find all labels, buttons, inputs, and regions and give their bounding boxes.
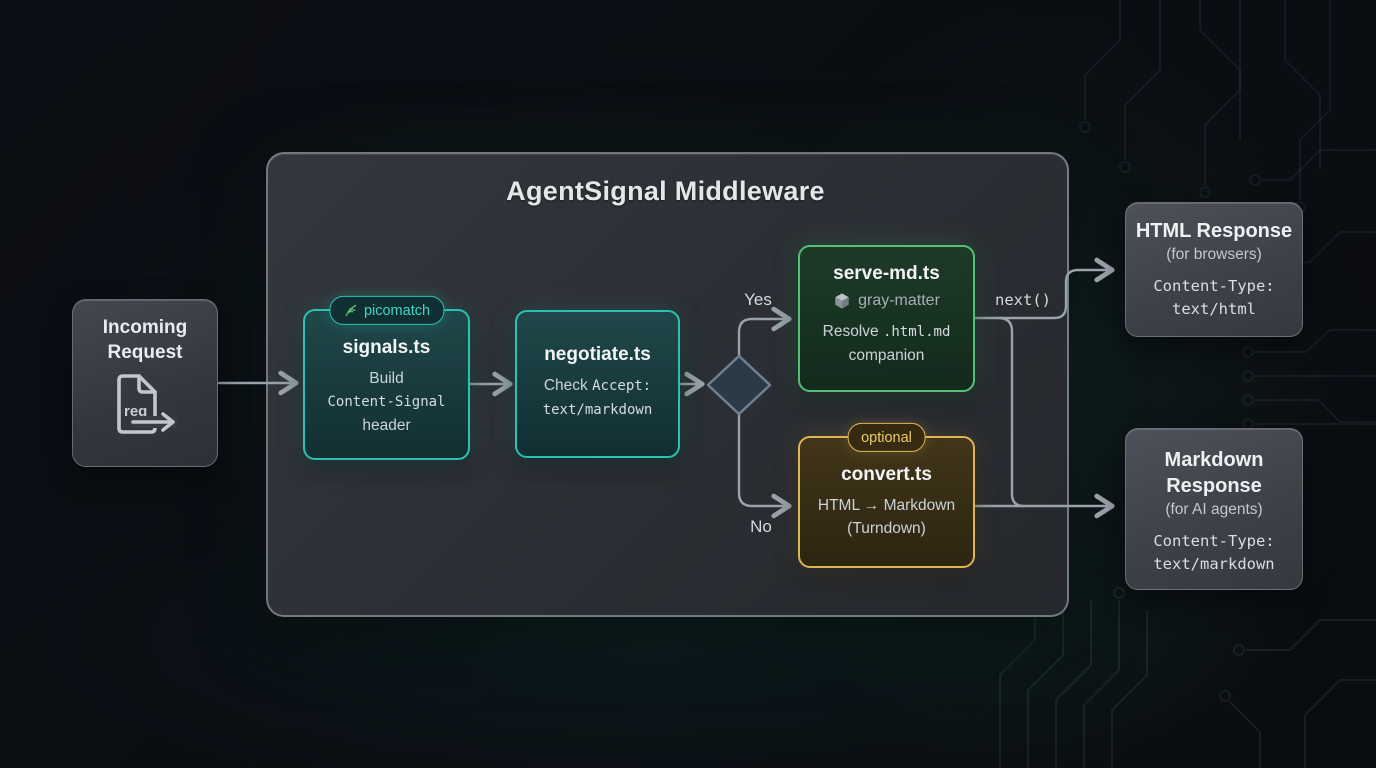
yes-branch-label: Yes: [744, 290, 772, 309]
convert-body: HTML → Markdown (Turndown): [800, 494, 973, 540]
signals-body-pre: Build: [369, 370, 404, 387]
next-call-label: next(): [995, 291, 1051, 309]
gray-matter-label: gray-matter: [858, 292, 940, 309]
signals-node: picomatch signals.ts Build Content-Signa…: [303, 295, 470, 460]
negotiate-body-value: text/markdown: [542, 402, 653, 418]
serve-md-body: Resolve .html.md companion: [800, 320, 973, 367]
negotiate-body-accept: Accept:: [592, 378, 652, 394]
serve-md-node: serve-md.ts gray-matter Resolve .html.md…: [798, 245, 975, 392]
html-response-content-type: Content-Type: text/html: [1126, 275, 1302, 321]
markdown-content-type-label: Content-Type:: [1153, 532, 1275, 550]
negotiate-node: negotiate.ts Check Accept: text/markdown: [515, 310, 680, 458]
signals-body-mono: Content-Signal: [327, 394, 446, 410]
negotiate-body: Check Accept: text/markdown: [517, 374, 678, 422]
no-branch-label: No: [750, 517, 772, 536]
html-response-title: HTML Response: [1135, 220, 1293, 242]
picomatch-badge-label: picomatch: [363, 302, 431, 319]
convert-body-line2: (Turndown): [847, 520, 926, 537]
fern-icon: [345, 304, 356, 317]
convert-title: convert.ts: [841, 464, 932, 485]
convert-node: optional convert.ts HTML → Markdown (Tur…: [798, 422, 975, 568]
gray-matter-row: gray-matter: [800, 292, 973, 310]
signals-body-post: header: [362, 417, 411, 434]
serve-md-body-pre: Resolve: [822, 323, 879, 340]
package-cube-icon: [835, 293, 849, 309]
html-content-type-label: Content-Type:: [1153, 277, 1275, 295]
markdown-response-title: Markdown Response: [1164, 449, 1264, 497]
markdown-content-type-value: text/markdown: [1153, 555, 1275, 573]
req-label: req: [124, 403, 147, 420]
serve-md-title: serve-md.ts: [833, 263, 940, 284]
diagram-title: AgentSignal Middleware: [506, 176, 825, 206]
optional-badge: optional: [847, 422, 926, 452]
serve-md-body-mono: .html.md: [882, 324, 951, 340]
html-response-node: HTML Response (for browsers) Content-Typ…: [1125, 202, 1303, 337]
signals-title: signals.ts: [342, 337, 431, 358]
incoming-request-node: Incoming Request req: [72, 299, 218, 467]
markdown-response-node: Markdown Response (for AI agents) Conten…: [1125, 428, 1303, 590]
signals-body: Build Content-Signal header: [305, 367, 468, 437]
convert-body-line1: HTML → Markdown: [817, 497, 956, 514]
markdown-response-subtitle: (for AI agents): [1165, 501, 1263, 518]
html-content-type-value: text/html: [1172, 300, 1256, 318]
markdown-response-content-type: Content-Type: text/markdown: [1126, 530, 1302, 576]
html-response-subtitle: (for browsers): [1166, 246, 1262, 263]
picomatch-badge: picomatch: [328, 295, 445, 325]
negotiate-body-check: Check: [543, 377, 588, 394]
negotiate-title: negotiate.ts: [544, 344, 651, 365]
optional-badge-label: optional: [861, 429, 912, 446]
request-document-icon: req: [73, 373, 217, 439]
incoming-request-title: Incoming Request: [102, 317, 188, 363]
serve-md-body-post: companion: [848, 347, 925, 364]
